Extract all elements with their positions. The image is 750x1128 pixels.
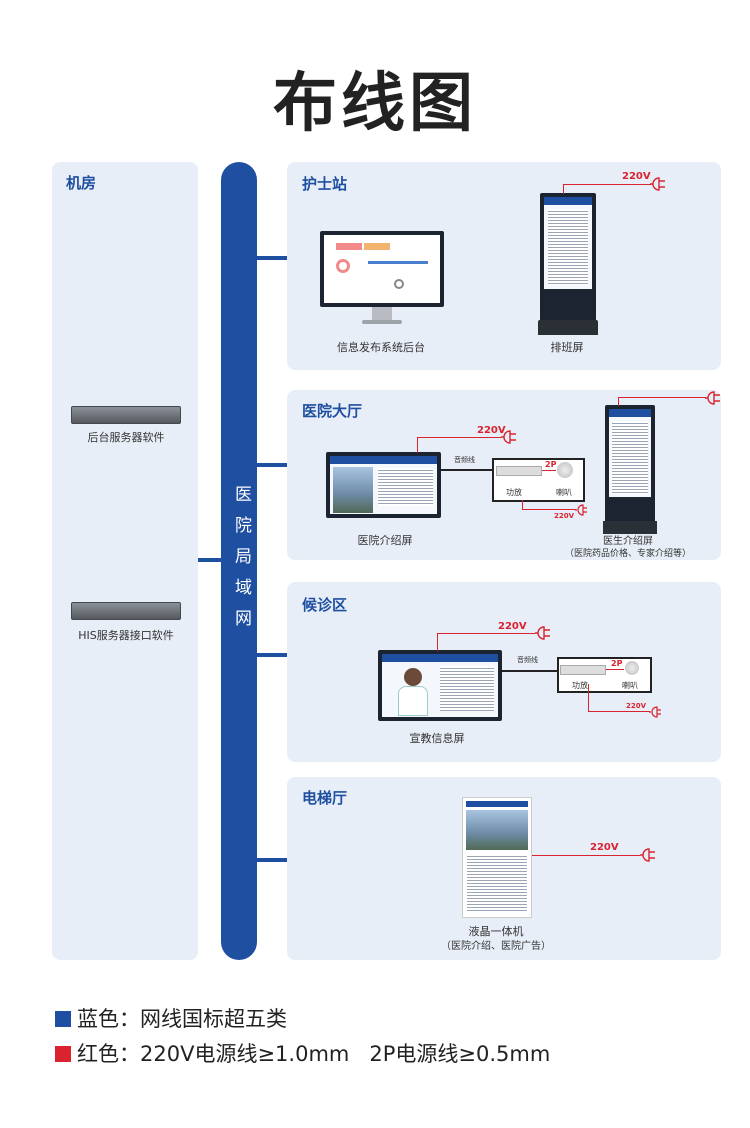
power-line bbox=[522, 500, 576, 510]
power-line bbox=[437, 633, 535, 651]
blue-swatch bbox=[55, 1011, 71, 1027]
device-label: 排班屏 bbox=[550, 341, 584, 354]
legend-text: 蓝色：网线国标超五类 bbox=[77, 1007, 287, 1031]
2p-line bbox=[542, 470, 556, 471]
power-line bbox=[588, 684, 650, 712]
device-label: 医院介绍屏 bbox=[357, 534, 413, 547]
power-label: 220V bbox=[477, 425, 506, 436]
kiosk-icon bbox=[540, 193, 596, 321]
speaker-icon bbox=[557, 462, 573, 478]
kiosk-base bbox=[603, 521, 657, 534]
network-line bbox=[256, 858, 288, 862]
network-line bbox=[198, 558, 222, 562]
audio-cable bbox=[441, 469, 493, 471]
audio-label: 音频线 bbox=[454, 456, 475, 464]
amp-label: 功放 bbox=[572, 681, 588, 690]
plug-icon bbox=[705, 391, 720, 405]
kiosk-base bbox=[538, 320, 598, 335]
page-title: 布线图 bbox=[273, 67, 477, 141]
power-label: 220V bbox=[498, 621, 527, 632]
network-line bbox=[256, 463, 288, 467]
2p-label: 2P bbox=[545, 460, 557, 469]
power-line bbox=[618, 397, 706, 406]
section-title: 候诊区 bbox=[302, 596, 348, 614]
monitor-base bbox=[362, 320, 402, 324]
legend-blue: 蓝色：网线国标超五类 bbox=[55, 1003, 287, 1033]
section-waiting-area bbox=[287, 582, 721, 762]
legend-text: 红色：220V电源线≥1.0mm 2P电源线≥0.5mm bbox=[77, 1042, 551, 1066]
plug-icon bbox=[640, 848, 655, 862]
power-label: 220V bbox=[590, 842, 619, 853]
section-title: 护士站 bbox=[302, 175, 348, 193]
hospital-intro-screen bbox=[326, 452, 441, 518]
2p-line bbox=[606, 669, 624, 670]
network-line bbox=[256, 256, 288, 260]
plug-icon bbox=[650, 177, 665, 191]
speaker-label: 喇叭 bbox=[556, 488, 572, 497]
lan-bus bbox=[221, 162, 257, 960]
section-title: 医院大厅 bbox=[302, 402, 363, 420]
server-icon bbox=[71, 602, 181, 620]
machine-room-title: 机房 bbox=[66, 174, 97, 192]
doctor-intro-kiosk bbox=[605, 405, 655, 523]
server-icon bbox=[71, 406, 181, 424]
2p-label: 2P bbox=[611, 659, 623, 668]
device-sublabel: （医院介绍、医院广告） bbox=[441, 941, 551, 952]
power-line bbox=[417, 437, 501, 453]
server-label: HIS服务器接口软件 bbox=[78, 629, 174, 642]
device-label: 宣教信息屏 bbox=[409, 732, 465, 745]
server-label: 后台服务器软件 bbox=[87, 431, 165, 444]
power-label: 220V bbox=[626, 702, 647, 710]
machine-room-panel bbox=[52, 162, 198, 960]
plug-icon bbox=[501, 430, 516, 444]
amp-label: 功放 bbox=[506, 488, 522, 497]
red-swatch bbox=[55, 1046, 71, 1062]
power-line bbox=[563, 184, 651, 194]
monitor-icon bbox=[320, 231, 444, 307]
power-label: 220V bbox=[622, 171, 651, 182]
device-label: 医生介绍屏 bbox=[603, 536, 653, 547]
education-screen bbox=[378, 650, 502, 721]
plug-icon bbox=[575, 504, 587, 516]
amplifier-icon bbox=[560, 665, 606, 675]
monitor-stand bbox=[372, 307, 392, 321]
audio-label: 音频线 bbox=[517, 656, 538, 664]
plug-icon bbox=[649, 706, 661, 718]
speaker-label: 喇叭 bbox=[622, 681, 638, 690]
device-label: 液晶一体机 bbox=[468, 925, 524, 938]
power-line bbox=[532, 855, 640, 856]
power-label: 220V bbox=[554, 512, 575, 520]
network-line bbox=[256, 653, 288, 657]
device-label: 信息发布系统后台 bbox=[337, 341, 425, 354]
audio-cable bbox=[502, 670, 558, 672]
lcd-all-in-one bbox=[462, 797, 532, 918]
amplifier-icon bbox=[496, 466, 542, 476]
speaker-icon bbox=[625, 661, 639, 675]
plug-icon bbox=[535, 626, 550, 640]
legend-red: 红色：220V电源线≥1.0mm 2P电源线≥0.5mm bbox=[55, 1038, 550, 1068]
device-sublabel: （医院药品价格、专家介绍等） bbox=[564, 549, 692, 559]
lan-bus-label: 医院局域网 bbox=[231, 485, 251, 640]
section-title: 电梯厅 bbox=[302, 789, 348, 807]
